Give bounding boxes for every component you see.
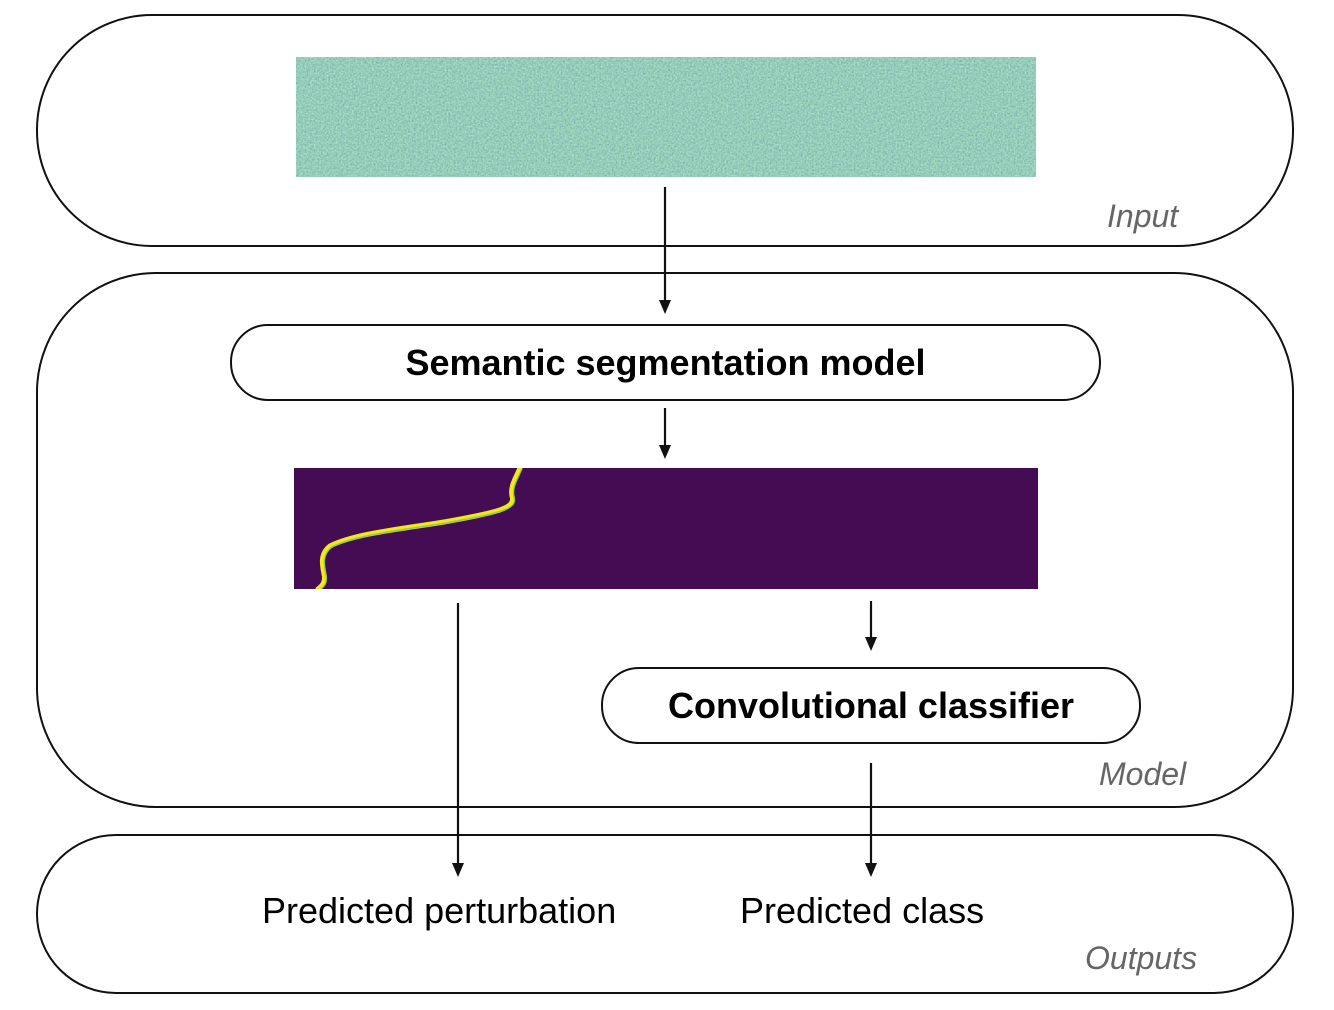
semantic-segmentation-model-box: Semantic segmentation model [230, 324, 1101, 401]
input-panel-label: Input [1107, 198, 1179, 234]
convolutional-classifier-box: Convolutional classifier [601, 667, 1141, 744]
outputs-panel [36, 834, 1294, 994]
predicted-class-label: Predicted class [740, 890, 985, 931]
outputs-panel-label: Outputs [1085, 940, 1198, 976]
model-panel-label: Model [1099, 756, 1187, 792]
predicted-perturbation-label: Predicted perturbation [262, 890, 617, 931]
segmentation-output-image [294, 465, 1038, 592]
input-spectrogram-image [296, 57, 1036, 177]
